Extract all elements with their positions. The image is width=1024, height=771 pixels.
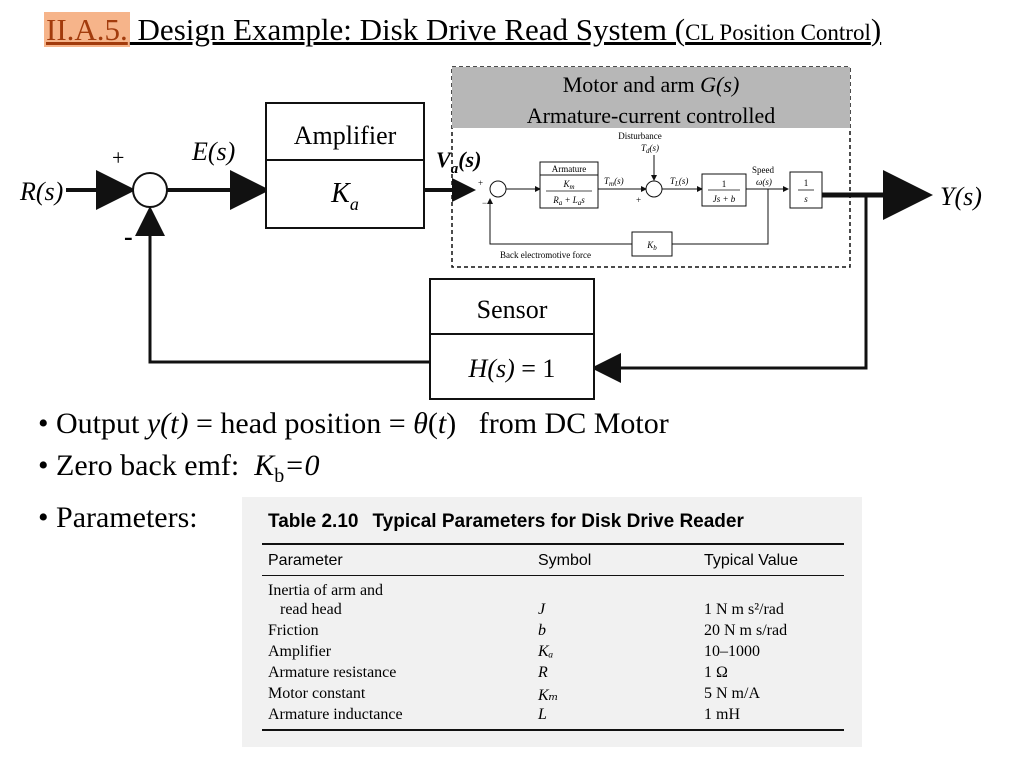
svg-text:−: − xyxy=(482,198,487,208)
bullet-back-emf: • Zero back emf: Kb=0 xyxy=(38,445,669,497)
amplifier-label: Amplifier xyxy=(294,121,397,150)
svg-text:+: + xyxy=(636,195,641,205)
svg-text:Armature: Armature xyxy=(552,164,586,174)
header-typical-value: Typical Value xyxy=(704,552,798,570)
bullet-output: • Output y(t) = head position = θ(t) fro… xyxy=(38,403,669,445)
table-bottom-rule xyxy=(262,729,844,731)
va-label: Va(s) xyxy=(436,147,481,177)
sensor-label: Sensor xyxy=(477,295,548,324)
svg-text:Tm(s): Tm(s) xyxy=(604,176,624,188)
svg-text:Disturbance: Disturbance xyxy=(618,131,661,141)
sensor-block: Sensor H(s) = 1 xyxy=(430,279,594,399)
svg-text:s: s xyxy=(804,194,808,204)
svg-text:Js + b: Js + b xyxy=(713,194,736,204)
input-label: R(s) xyxy=(19,177,63,206)
feedback-path-right xyxy=(594,195,866,368)
table-number: Table 2.10 xyxy=(268,511,358,532)
minus-sign: - xyxy=(124,222,133,251)
summing-junction xyxy=(133,173,167,207)
output-label: Y(s) xyxy=(940,182,982,211)
svg-text:TL(s): TL(s) xyxy=(670,176,688,188)
svg-text:Speed: Speed xyxy=(752,165,774,175)
plus-sign: + xyxy=(112,145,124,170)
table-caption: Typical Parameters for Disk Drive Reader xyxy=(372,511,743,532)
table-row: Frictionb20 N m s/rad xyxy=(268,622,858,641)
block-diagram: R(s) + - E(s) Amplifier Ka Va(s) Motor a… xyxy=(0,0,1024,400)
table-top-rule xyxy=(262,543,844,545)
svg-text:1: 1 xyxy=(804,178,809,188)
svg-text:ω(s): ω(s) xyxy=(756,177,772,187)
feedback-path-left xyxy=(150,209,430,362)
table-header-rule xyxy=(262,575,844,576)
table-row: Armature resistanceR1 Ω xyxy=(268,664,858,683)
sensor-tf: H(s) = 1 xyxy=(468,354,556,383)
table-row: read headJ1 N m s²/rad xyxy=(268,601,858,620)
motor-diagram: Disturbance Td(s) + − Armature Km Ra + L… xyxy=(478,131,822,260)
svg-text:1: 1 xyxy=(722,179,727,189)
table-row: Motor constantKₘ5 N m/A xyxy=(268,685,858,704)
table-row: AmplifierKₐ10–1000 xyxy=(268,643,858,662)
table-row: Armature inductanceL1 mH xyxy=(268,706,858,725)
plant-header-line2: Armature-current controlled xyxy=(527,103,776,128)
svg-text:Back electromotive force: Back electromotive force xyxy=(500,250,591,260)
svg-text:Td(s): Td(s) xyxy=(641,143,659,155)
table-row: Inertia of arm and xyxy=(268,582,858,601)
error-label: E(s) xyxy=(191,137,235,166)
header-parameter: Parameter xyxy=(268,552,343,570)
amplifier-block: Amplifier Ka xyxy=(266,103,424,228)
header-symbol: Symbol xyxy=(538,552,591,570)
table-title: Table 2.10 Typical Parameters for Disk Dr… xyxy=(268,511,744,533)
plant-header-line1: Motor and arm G(s) xyxy=(563,72,740,97)
parameter-table: Table 2.10 Typical Parameters for Disk Dr… xyxy=(242,497,862,747)
svg-text:+: + xyxy=(478,178,483,188)
